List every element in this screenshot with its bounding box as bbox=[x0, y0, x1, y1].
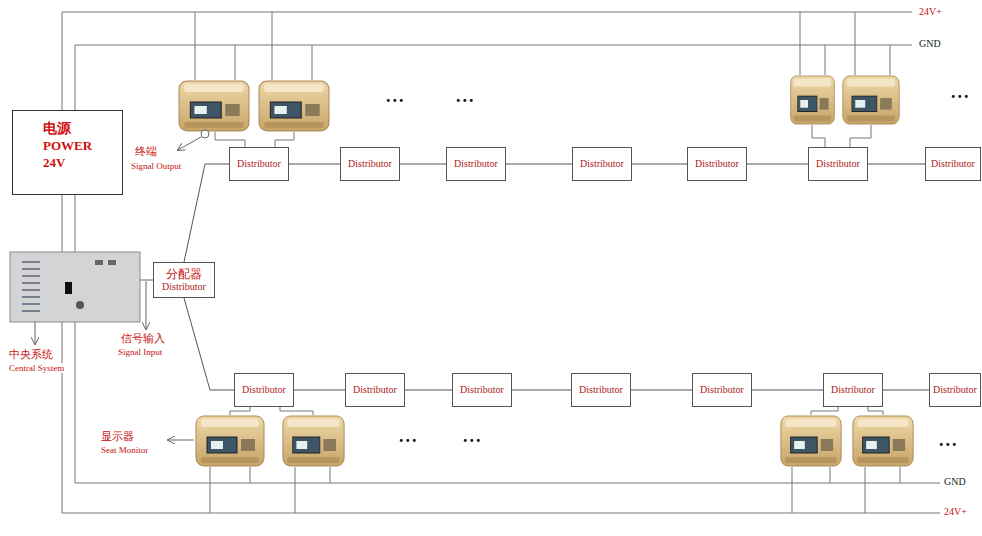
leader-arrow bbox=[178, 137, 201, 150]
device-indicator bbox=[22, 262, 40, 311]
seat-monitor bbox=[853, 416, 913, 466]
box-label: Distributor bbox=[933, 384, 977, 396]
box-label: Distributor bbox=[831, 384, 875, 396]
connector-line bbox=[184, 164, 229, 262]
seat-monitor bbox=[843, 76, 899, 124]
connector-line bbox=[883, 390, 929, 391]
rail-label: 24V+ bbox=[943, 506, 968, 518]
callout-label: Signal Input bbox=[117, 347, 163, 357]
callout-label: 信号输入 bbox=[120, 332, 166, 345]
ellipsis-mark: ... bbox=[385, 86, 407, 107]
box-label: Distributor bbox=[700, 384, 744, 396]
box-label: Distributor bbox=[242, 384, 286, 396]
box-label: Distributor bbox=[353, 384, 397, 396]
seat-monitor bbox=[259, 81, 329, 131]
box-label: Distributor bbox=[931, 158, 975, 170]
box-label: POWER 24V bbox=[43, 138, 92, 172]
monitor-wire bbox=[195, 12, 890, 147]
callout-label: 终端 bbox=[134, 145, 158, 158]
distributor-box: Distributor bbox=[452, 373, 512, 407]
rail-label: GND bbox=[943, 476, 967, 488]
distributor-box: Distributor bbox=[345, 373, 405, 407]
box-label: Distributor bbox=[816, 158, 860, 170]
callout-label: Seat Monitor bbox=[100, 445, 149, 455]
box-label: Distributor bbox=[460, 384, 504, 396]
connector-line bbox=[289, 164, 340, 165]
connector-line bbox=[747, 164, 808, 165]
distributor-box: Distributor bbox=[234, 373, 294, 407]
box-label: Distributor bbox=[454, 158, 498, 170]
connector-line bbox=[405, 390, 452, 391]
signal-wire bbox=[140, 280, 153, 281]
central-system-device bbox=[10, 252, 140, 322]
box-label: Distributor bbox=[237, 158, 281, 170]
connector-line bbox=[868, 164, 925, 165]
device-indicator bbox=[95, 260, 103, 265]
connector-line bbox=[752, 390, 823, 391]
connector-line bbox=[400, 164, 446, 165]
leader-arrow bbox=[35, 322, 36, 344]
leader-arrow bbox=[146, 281, 147, 329]
distributor-box: 分配器Distributor bbox=[153, 262, 215, 298]
box-label: Distributor bbox=[162, 281, 206, 293]
rail-label: GND bbox=[918, 38, 942, 50]
distributor-box: Distributor bbox=[446, 147, 506, 181]
callout-label: Central System bbox=[8, 363, 65, 373]
distributor-box: Distributor bbox=[229, 147, 289, 181]
device-indicator bbox=[108, 260, 116, 265]
seat-monitor bbox=[196, 416, 264, 466]
box-label: Distributor bbox=[348, 158, 392, 170]
connector-line bbox=[184, 298, 234, 390]
ellipsis-mark: ... bbox=[462, 426, 484, 447]
box-label: 电源 bbox=[43, 121, 71, 138]
connector-line bbox=[512, 390, 571, 391]
seat-monitor bbox=[179, 81, 249, 131]
distributor-box: Distributor bbox=[808, 147, 868, 181]
seat-monitor bbox=[781, 416, 841, 466]
distributor-box: Distributor bbox=[571, 373, 631, 407]
output-terminal bbox=[201, 130, 209, 138]
rail-label: 24V+ bbox=[918, 6, 943, 18]
ellipsis-mark: ... bbox=[455, 86, 477, 107]
ellipsis-mark: ... bbox=[398, 426, 420, 447]
distributor-box: Distributor bbox=[823, 373, 883, 407]
power-supply-box: 电源POWER 24V bbox=[12, 110, 123, 195]
ellipsis-mark: ... bbox=[950, 82, 972, 103]
callout-label: 中央系统 bbox=[8, 348, 54, 361]
box-label: Distributor bbox=[695, 158, 739, 170]
box-label: 分配器 bbox=[166, 267, 202, 281]
connector-line bbox=[506, 164, 572, 165]
device-knob bbox=[76, 301, 84, 309]
seat-monitor bbox=[283, 416, 344, 466]
connector-line bbox=[632, 164, 687, 165]
box-label: Distributor bbox=[580, 158, 624, 170]
connector-line bbox=[631, 390, 692, 391]
distributor-box: Distributor bbox=[340, 147, 400, 181]
seat-monitor bbox=[791, 76, 835, 124]
leader-arrow bbox=[168, 440, 194, 441]
ellipsis-mark: ... bbox=[938, 430, 960, 451]
device-switch bbox=[65, 282, 72, 294]
connector-line bbox=[294, 390, 345, 391]
callout-label: 显示器 bbox=[100, 430, 135, 443]
distributor-box: Distributor bbox=[929, 373, 981, 407]
box-label: Distributor bbox=[579, 384, 623, 396]
monitor-wire bbox=[210, 407, 900, 513]
distributor-box: Distributor bbox=[572, 147, 632, 181]
callout-label: Signal Output bbox=[130, 161, 182, 171]
power-rail bbox=[62, 12, 940, 513]
distributor-box: Distributor bbox=[692, 373, 752, 407]
distributor-box: Distributor bbox=[925, 147, 981, 181]
distributor-box: Distributor bbox=[687, 147, 747, 181]
